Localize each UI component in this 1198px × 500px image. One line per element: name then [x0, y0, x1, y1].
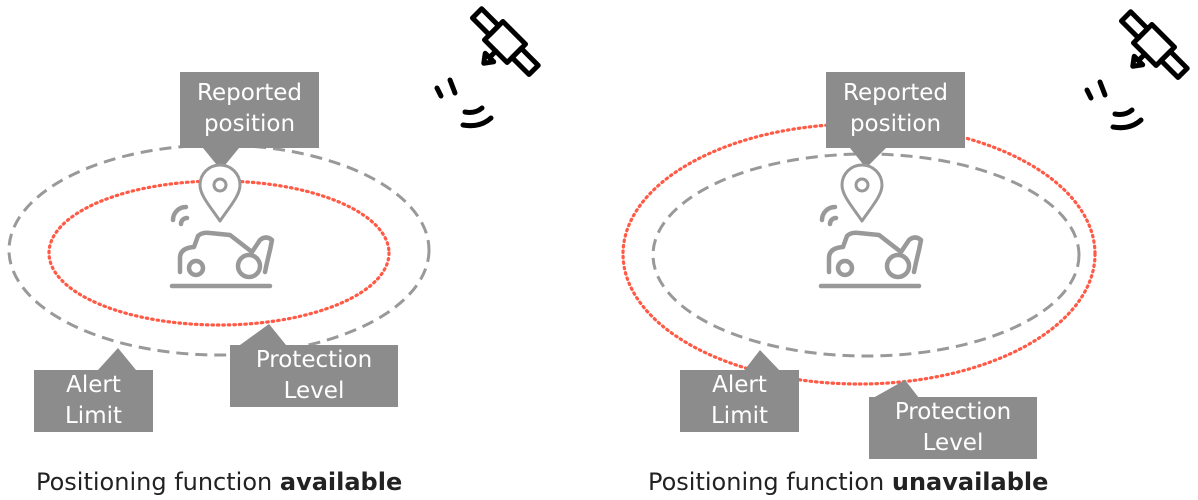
location-pin-icon — [198, 163, 242, 223]
reported-position-label: Reported position — [180, 72, 319, 148]
alert-limit-pointer — [98, 348, 136, 370]
reported-position-label: Reported position — [826, 72, 965, 148]
protection-level-label: Protection Level — [869, 397, 1037, 459]
protection-level-pointer — [240, 324, 286, 345]
diagram-unavailable-graphics — [621, 9, 1190, 398]
protection-level-pointer — [873, 380, 919, 398]
satellite-signal-icon — [434, 77, 494, 129]
caption-unavailable: Positioning function unavailable — [648, 468, 1049, 496]
reported-position-pointer — [850, 148, 886, 168]
diagram-available: Reported position Alert Limit Protection… — [7, 6, 541, 496]
alert-limit-pointer — [743, 350, 781, 372]
caption-state: available — [279, 468, 403, 496]
protection-level-label: Protection Level — [230, 345, 398, 407]
robot-lawnmower-icon — [818, 204, 924, 289]
diagram-available-graphics — [7, 6, 541, 370]
protection-level-boundary — [621, 122, 1097, 386]
alert-limit-label: Alert Limit — [34, 370, 153, 432]
caption-available: Positioning function available — [36, 468, 403, 496]
diagram-unavailable: Reported position Alert Limit Protection… — [599, 0, 1198, 500]
satellite-icon — [469, 6, 541, 78]
robot-lawnmower-icon — [169, 204, 275, 289]
alert-limit-label: Alert Limit — [680, 370, 799, 432]
location-pin-icon — [840, 163, 884, 223]
satellite-icon — [1118, 9, 1190, 81]
satellite-signal-icon — [1084, 79, 1144, 131]
reported-position-pointer — [203, 148, 239, 170]
caption-state: unavailable — [891, 468, 1049, 496]
